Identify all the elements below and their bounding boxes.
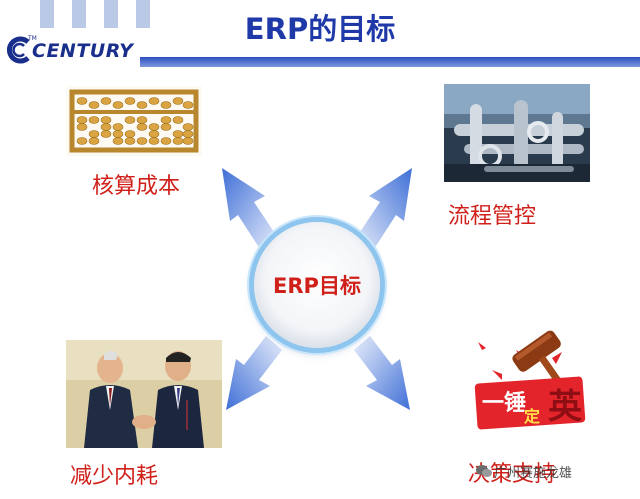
gavel-text-right: 英 bbox=[548, 387, 583, 427]
pipes-icon bbox=[444, 84, 590, 182]
gavel-decision-image: 一锤 定 英 bbox=[452, 310, 608, 446]
logo-text: CENTURY bbox=[32, 40, 134, 62]
arrow-bottom-right bbox=[354, 336, 410, 410]
gavel-text-mid: 定 bbox=[523, 407, 540, 426]
center-label: ERP目标 bbox=[273, 274, 361, 298]
watermark-text: 广州赛施龙雄 bbox=[494, 466, 573, 481]
abacus-image bbox=[66, 86, 202, 156]
goal-label-process: 流程管控 bbox=[448, 204, 537, 229]
logo-trademark: TM bbox=[28, 35, 37, 42]
goal-label-cost: 核算成本 bbox=[92, 174, 181, 199]
abacus-icon bbox=[66, 86, 202, 156]
page-title: ERP的目标 bbox=[244, 12, 396, 46]
header-rule bbox=[140, 57, 640, 67]
arrow-bottom-left bbox=[226, 336, 282, 410]
goal-label-reduce-friction: 减少内耗 bbox=[70, 464, 159, 489]
wechat-icon bbox=[476, 465, 492, 477]
gavel-text-left: 一锤 bbox=[482, 390, 526, 416]
arrow-top-left bbox=[222, 168, 278, 252]
handshake-icon bbox=[66, 340, 222, 448]
logo-mark-icon bbox=[7, 36, 30, 64]
industrial-pipes-image bbox=[444, 84, 590, 182]
arrow-top-right bbox=[356, 168, 412, 252]
century-logo: TM CENTURY bbox=[6, 34, 141, 68]
gavel-icon: 一锤 定 英 bbox=[452, 310, 608, 446]
center-badge: ERP目标 bbox=[254, 222, 380, 348]
handshake-image bbox=[66, 340, 222, 448]
